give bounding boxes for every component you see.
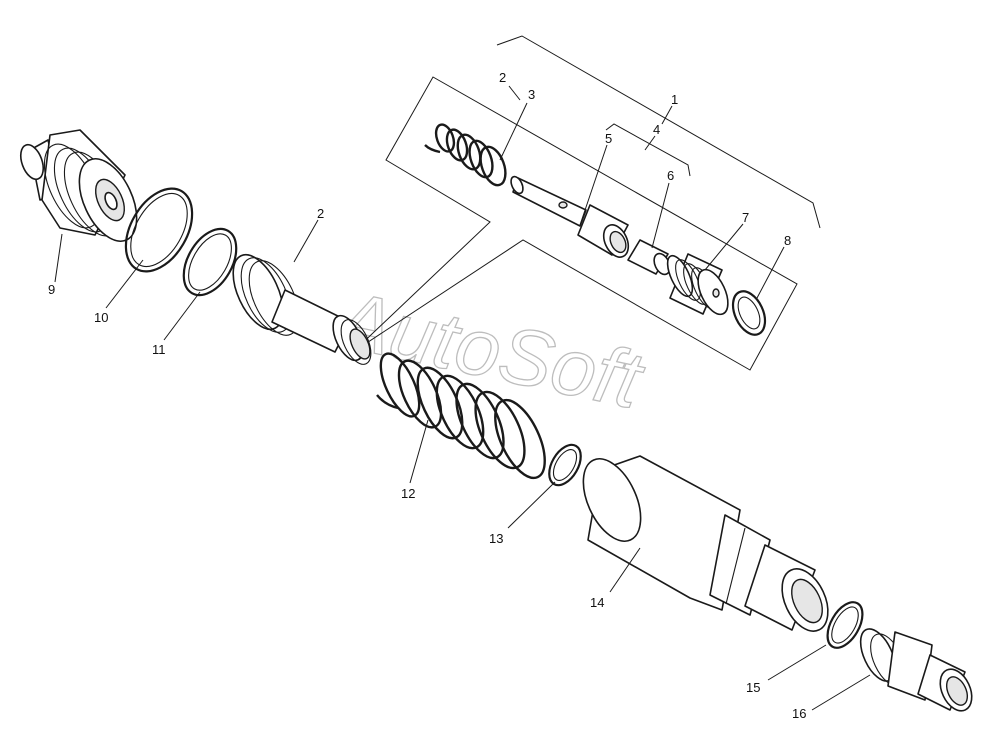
callout-8: 8 xyxy=(784,233,791,248)
part-13-seal-ring xyxy=(548,443,582,487)
callout-13: 13 xyxy=(489,531,503,546)
callout-10: 10 xyxy=(94,310,108,325)
callout-15: 15 xyxy=(746,680,760,695)
part-8-seal-ring xyxy=(731,290,767,336)
part-16-union-fitting xyxy=(859,628,973,712)
callout-4: 4 xyxy=(653,122,660,137)
part-2-valve-body xyxy=(232,253,372,365)
part-9-threaded-fitting xyxy=(19,129,138,242)
bracket-assembly-1 xyxy=(496,35,821,229)
callout-3: 3 xyxy=(528,87,535,102)
callout-2-inset: 2 xyxy=(499,70,506,85)
callout-12: 12 xyxy=(401,486,415,501)
part-5-valve-stem xyxy=(510,175,630,258)
callout-7: 7 xyxy=(742,210,749,225)
part-6-small-bushing xyxy=(627,239,671,276)
callout-6: 6 xyxy=(667,168,674,183)
callout-2-main: 2 xyxy=(317,206,324,221)
callout-11: 11 xyxy=(152,342,166,357)
callout-14: 14 xyxy=(590,595,604,610)
callout-1: 1 xyxy=(671,92,678,107)
callout-16: 16 xyxy=(792,706,806,721)
detail-inset-frame xyxy=(352,76,798,371)
callout-5: 5 xyxy=(605,131,612,146)
leader-lines xyxy=(54,85,871,711)
part-3-small-spring xyxy=(424,123,507,187)
part-11-o-ring xyxy=(182,227,238,297)
bracket-subassembly-4 xyxy=(605,123,691,177)
callout-9: 9 xyxy=(48,282,55,297)
part-15-seal-ring xyxy=(826,601,864,649)
watermark: AutoSoft xyxy=(326,273,651,425)
part-14-housing xyxy=(582,455,829,632)
part-12-main-spring xyxy=(376,352,546,480)
part-7-threaded-plug xyxy=(666,253,729,316)
callout-labels: 1 2 2 3 4 5 6 7 8 9 10 11 12 13 14 15 16 xyxy=(48,70,806,721)
